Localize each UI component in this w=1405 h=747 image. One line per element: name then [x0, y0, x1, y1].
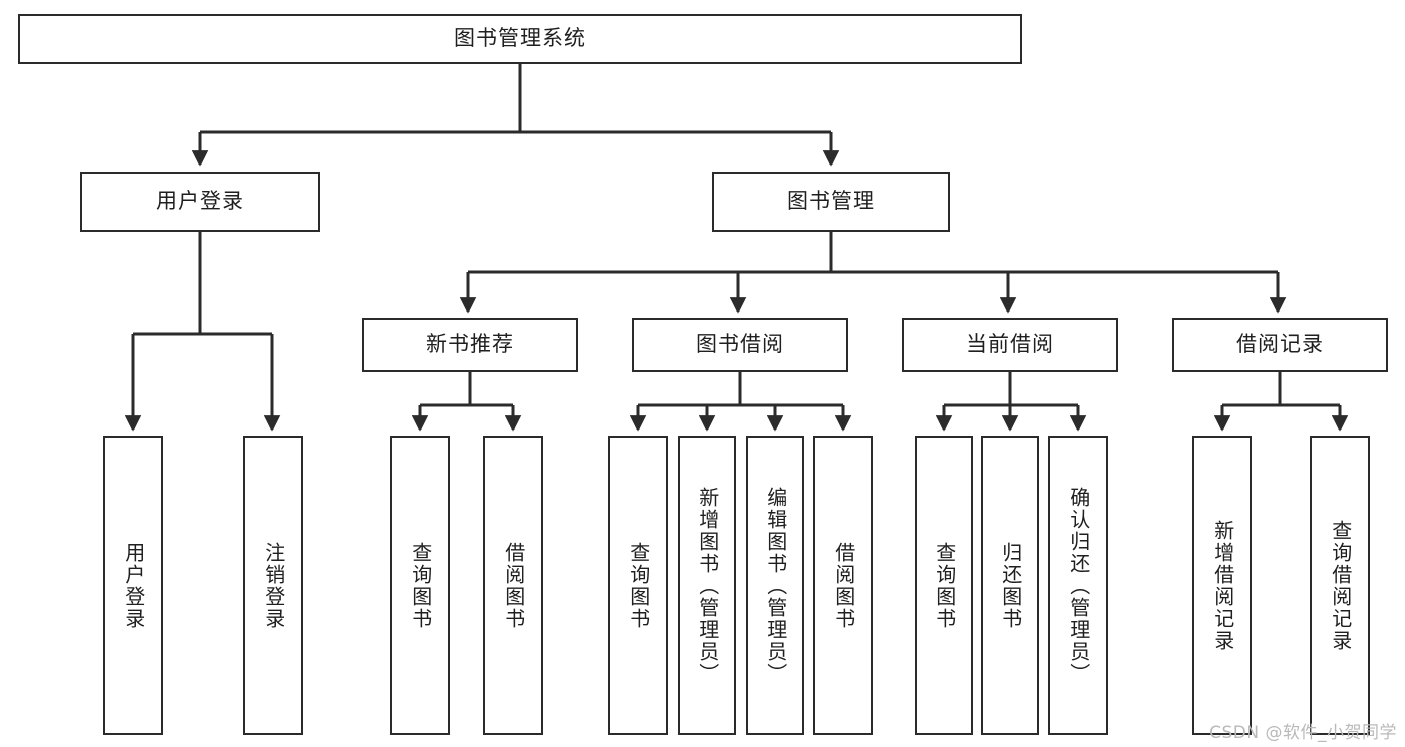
leaf-node[interactable]: 查询图书: [608, 436, 668, 735]
node-current-borrowing[interactable]: 当前借阅: [902, 318, 1118, 372]
leaf-node-label: 查询图书: [626, 541, 651, 630]
leaf-node-label: 编辑图书（管理员）: [763, 486, 788, 685]
leaf-node[interactable]: 借阅图书: [483, 436, 543, 735]
node-root-label: 图书管理系统: [454, 26, 586, 51]
leaf-node[interactable]: 用户登录: [103, 436, 163, 735]
node-root[interactable]: 图书管理系统: [18, 14, 1022, 64]
node-book-management-label: 图书管理: [787, 189, 875, 214]
leaf-node-label: 借阅图书: [501, 541, 526, 630]
leaf-node[interactable]: 新增图书（管理员）: [678, 436, 736, 735]
leaf-node[interactable]: 注销登录: [243, 436, 303, 735]
leaf-node[interactable]: 借阅图书: [813, 436, 873, 735]
leaf-node[interactable]: 新增借阅记录: [1192, 436, 1252, 735]
node-book-management[interactable]: 图书管理: [712, 172, 950, 232]
leaf-node-label: 查询借阅记录: [1328, 519, 1353, 652]
leaf-node[interactable]: 查询借阅记录: [1310, 436, 1370, 735]
node-new-book-recommendation-label: 新书推荐: [426, 332, 514, 357]
node-user-login[interactable]: 用户登录: [80, 172, 320, 232]
node-current-borrowing-label: 当前借阅: [966, 332, 1054, 357]
leaf-node-label: 借阅图书: [831, 541, 856, 630]
leaf-node-label: 新增借阅记录: [1210, 519, 1235, 652]
node-borrowing-records[interactable]: 借阅记录: [1172, 318, 1388, 372]
leaf-node-label: 注销登录: [261, 541, 286, 630]
node-borrowing-records-label: 借阅记录: [1236, 332, 1324, 357]
leaf-node[interactable]: 查询图书: [390, 436, 450, 735]
node-book-borrowing[interactable]: 图书借阅: [632, 318, 848, 372]
leaf-node[interactable]: 归还图书: [981, 436, 1039, 735]
watermark-text: CSDN @软件_小贺同学: [1209, 723, 1397, 743]
leaf-node-label: 查询图书: [932, 541, 957, 630]
node-new-book-recommendation[interactable]: 新书推荐: [362, 318, 578, 372]
leaf-node-label: 归还图书: [998, 541, 1023, 630]
leaf-node[interactable]: 确认归还（管理员）: [1048, 436, 1108, 735]
node-user-login-label: 用户登录: [156, 189, 244, 214]
leaf-node[interactable]: 编辑图书（管理员）: [746, 436, 804, 735]
node-book-borrowing-label: 图书借阅: [696, 332, 784, 357]
leaf-node-label: 确认归还（管理员）: [1066, 486, 1091, 685]
leaf-node[interactable]: 查询图书: [915, 436, 973, 735]
leaf-node-label: 新增图书（管理员）: [695, 486, 720, 685]
leaf-node-label: 用户登录: [121, 541, 146, 630]
leaf-node-label: 查询图书: [408, 541, 433, 630]
